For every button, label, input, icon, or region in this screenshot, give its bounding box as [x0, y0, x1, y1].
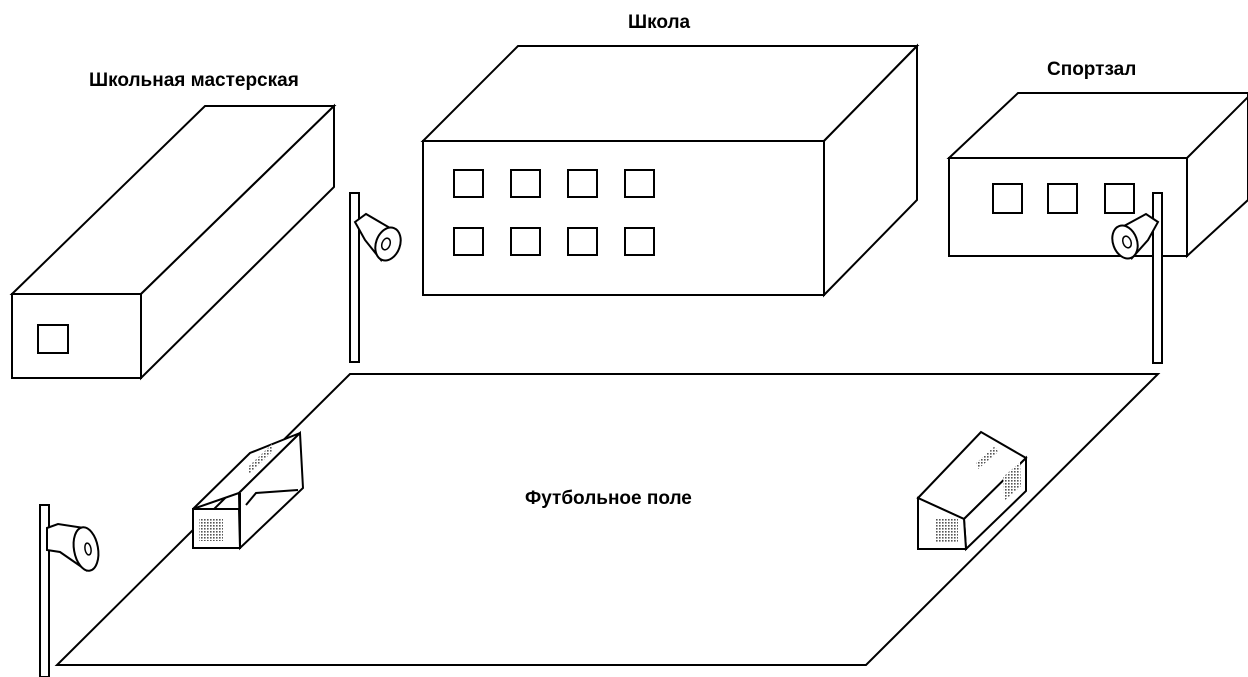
school-windows — [453, 169, 655, 256]
label-school: Школа — [628, 12, 691, 33]
pole-loudspeaker-right — [1111, 192, 1163, 364]
speaker-box-icon — [916, 430, 1028, 552]
loudspeaker-icon — [353, 212, 402, 263]
loudspeaker-icon — [46, 522, 100, 572]
gym-building — [946, 92, 1248, 259]
pole-loudspeaker-center — [349, 192, 402, 363]
speaker-box-icon — [192, 430, 305, 551]
label-workshop: Школьная мастерская — [89, 70, 299, 91]
workshop-window — [37, 324, 69, 354]
loudspeaker-icon — [1111, 212, 1160, 261]
football-field — [54, 373, 1161, 666]
pole-loudspeaker-left — [39, 504, 100, 677]
gym-windows — [992, 183, 1135, 214]
label-football-field: Футбольное поле — [525, 488, 692, 509]
workshop-building — [9, 103, 337, 381]
label-gym: Спортзал — [1047, 59, 1137, 80]
school-building — [420, 43, 920, 298]
